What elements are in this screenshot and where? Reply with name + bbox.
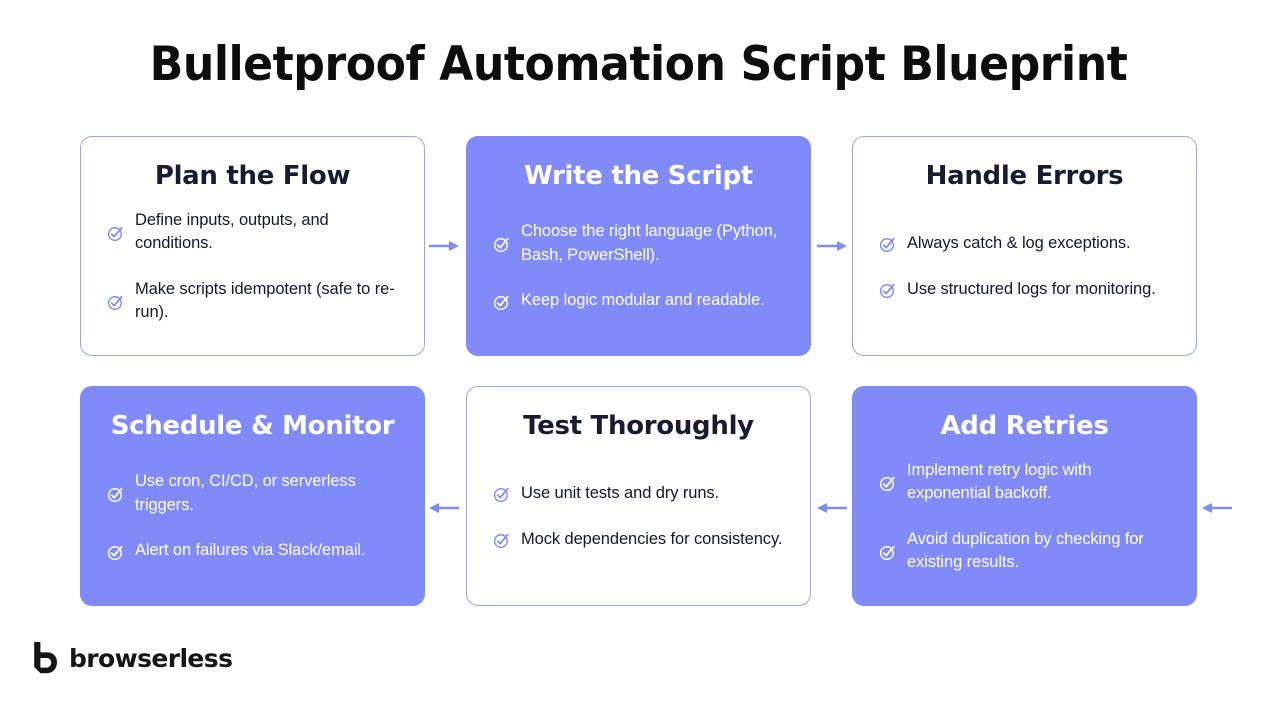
step-card-title: Test Thoroughly bbox=[523, 411, 754, 441]
check-circle-icon bbox=[879, 544, 896, 561]
bullet-item: Use structured logs for monitoring. bbox=[879, 278, 1170, 301]
check-circle-icon bbox=[879, 282, 896, 299]
bullet-item: Alert on failures via Slack/email. bbox=[107, 539, 398, 562]
bullet-text: Use structured logs for monitoring. bbox=[907, 279, 1156, 298]
bullet-item: Always catch & log exceptions. bbox=[879, 232, 1170, 255]
check-circle-icon bbox=[107, 225, 124, 242]
bullet-text: Keep logic modular and readable. bbox=[521, 291, 765, 310]
bullet-item: Use unit tests and dry runs. bbox=[493, 482, 784, 505]
brand-logo: browserless bbox=[32, 641, 233, 675]
check-circle-icon bbox=[107, 544, 124, 561]
bullet-item: Define inputs, outputs, and conditions. bbox=[107, 209, 398, 256]
check-circle-icon bbox=[107, 486, 124, 503]
arrow-left-icon-wrap-around bbox=[1202, 503, 1232, 513]
bullet-item: Mock dependencies for consistency. bbox=[493, 528, 784, 551]
step-bullet-list: Choose the right language (Python, Bash,… bbox=[489, 196, 788, 337]
check-circle-icon bbox=[493, 532, 510, 549]
check-circle-icon bbox=[879, 475, 896, 492]
step-bullet-list: Use unit tests and dry runs. Mock depende… bbox=[489, 446, 788, 587]
bullet-text: Define inputs, outputs, and conditions. bbox=[135, 210, 329, 253]
page-title: Bulletproof Automation Script Blueprint bbox=[149, 37, 1128, 92]
bullet-item: Make scripts idempotent (safe to re-run)… bbox=[107, 278, 398, 325]
bullet-text: Make scripts idempotent (safe to re-run)… bbox=[135, 279, 395, 322]
step-card-title: Plan the Flow bbox=[154, 161, 351, 191]
step-bullet-list: Define inputs, outputs, and conditions. M… bbox=[103, 196, 402, 337]
check-circle-icon bbox=[493, 486, 510, 503]
step-card-title: Schedule & Monitor bbox=[110, 411, 395, 441]
check-circle-icon bbox=[493, 294, 510, 311]
bullet-item: Keep logic modular and readable. bbox=[493, 289, 784, 312]
step-card-title: Add Retries bbox=[940, 411, 1109, 441]
step-bullet-list: Use cron, CI/CD, or serverless triggers.… bbox=[103, 446, 402, 587]
step-card-title: Write the Script bbox=[524, 161, 753, 191]
step-card-title: Handle Errors bbox=[925, 161, 1124, 191]
bullet-item: Choose the right language (Python, Bash,… bbox=[493, 220, 784, 267]
check-circle-icon bbox=[107, 294, 124, 311]
bullet-text: Use unit tests and dry runs. bbox=[521, 484, 720, 503]
check-circle-icon bbox=[879, 236, 896, 253]
bullet-text: Mock dependencies for consistency. bbox=[521, 529, 783, 548]
bullet-text: Avoid duplication by checking for existi… bbox=[907, 529, 1144, 572]
step-bullet-list: Implement retry logic with exponential b… bbox=[875, 446, 1174, 587]
arrow-right-icon-write-to-handle bbox=[817, 241, 847, 251]
browserless-b-mark-icon bbox=[34, 642, 57, 674]
bullet-item: Use cron, CI/CD, or serverless triggers. bbox=[107, 470, 398, 517]
step-bullet-list: Always catch & log exceptions. Use struct… bbox=[875, 196, 1174, 337]
bullet-item: Avoid duplication by checking for existi… bbox=[879, 528, 1170, 575]
bullet-item: Implement retry logic with exponential b… bbox=[879, 459, 1170, 506]
bullet-text: Implement retry logic with exponential b… bbox=[907, 460, 1092, 503]
bullet-text: Always catch & log exceptions. bbox=[907, 234, 1131, 253]
bullet-text: Alert on failures via Slack/email. bbox=[135, 541, 366, 560]
arrow-left-icon-retries-to-test bbox=[817, 503, 847, 513]
arrow-right-icon-plan-to-write bbox=[429, 241, 459, 251]
bullet-text: Choose the right language (Python, Bash,… bbox=[521, 222, 778, 264]
bullet-text: Use cron, CI/CD, or serverless triggers. bbox=[135, 472, 356, 514]
check-circle-icon bbox=[493, 236, 510, 253]
arrow-left-icon-test-to-schedule bbox=[429, 503, 459, 513]
brand-name: browserless bbox=[69, 643, 233, 673]
